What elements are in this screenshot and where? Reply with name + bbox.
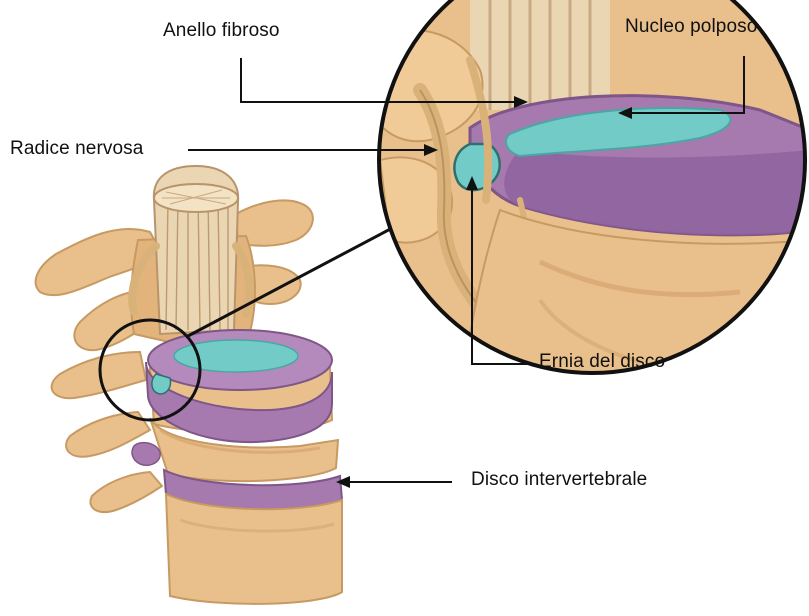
label-anello-fibroso: Anello fibroso <box>163 21 280 40</box>
label-disco-intervertebrale: Disco intervertebrale <box>471 470 647 489</box>
vertebral-column <box>36 166 342 604</box>
herniation-small <box>152 374 171 394</box>
label-nucleo-polposo: Nucleo polposo <box>625 17 757 36</box>
label-ernia-del-disco: Ernia del disco <box>539 352 665 371</box>
disc-fragment-left <box>132 443 160 466</box>
transverse-process-base-left <box>90 472 162 512</box>
label-radice-nervosa: Radice nervosa <box>10 139 143 158</box>
vertebral-body-lower <box>166 494 342 604</box>
zoom-spinal-cord <box>470 0 610 110</box>
